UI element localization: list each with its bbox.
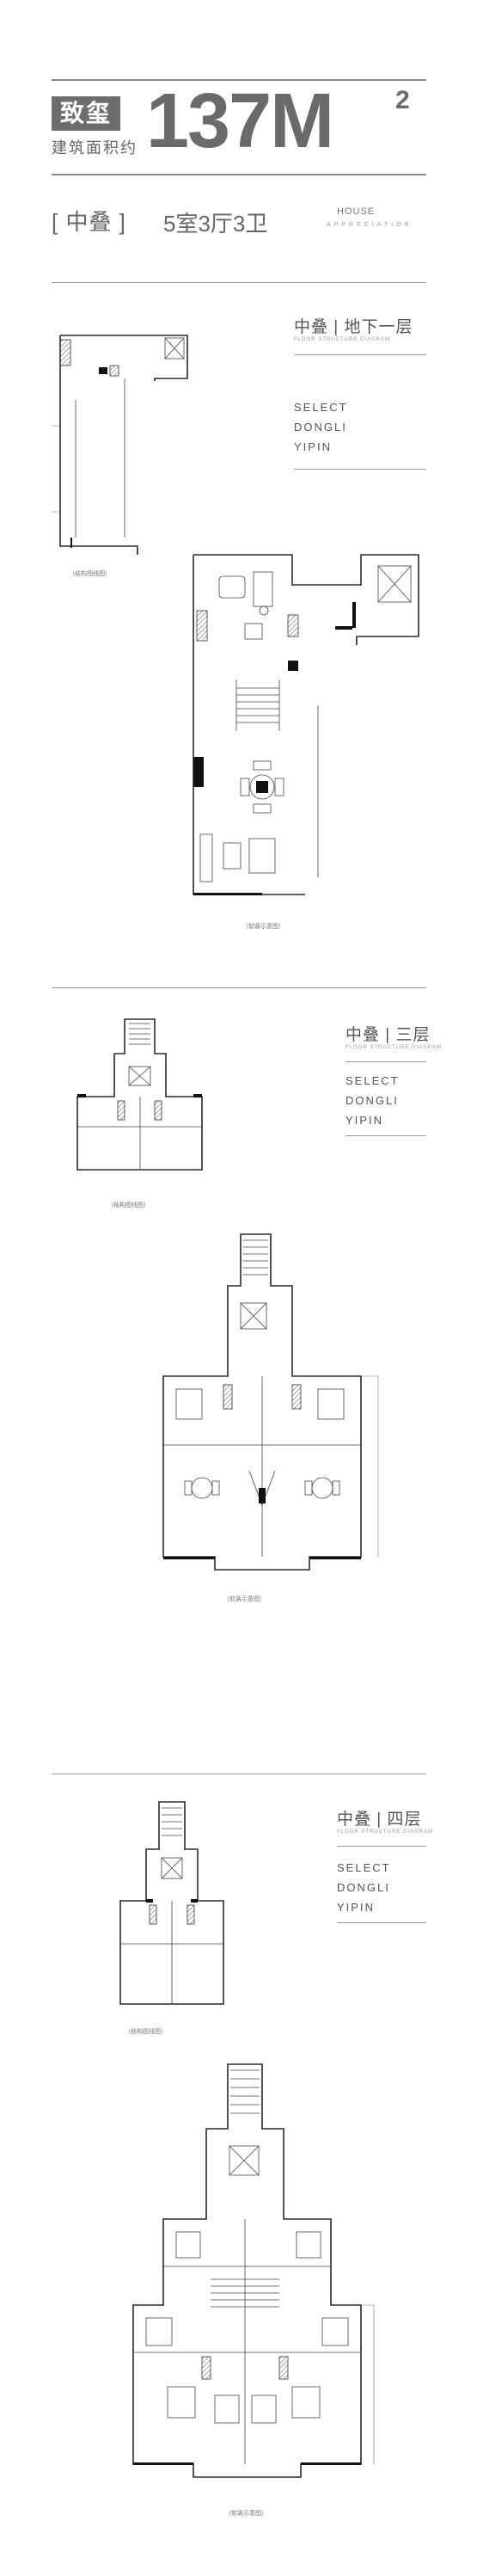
section-2-select-text: SELECT DONGLI YIPIN	[346, 1074, 400, 1127]
project-tag: 致玺	[52, 96, 120, 131]
area-unit-sup: 2	[395, 86, 410, 114]
area-value: 137M	[146, 78, 334, 164]
section-3-select-text: SELECT DONGLI YIPIN	[337, 1861, 391, 1914]
section-1-title: 中叠 | 地下一层	[294, 318, 413, 336]
third-floor-furnished-plan	[162, 1233, 379, 1571]
section-2-subtitle: FLOOR STRUCTURE DIAGRAM	[346, 1045, 443, 1050]
unit-rooms: 5室3厅3卫	[163, 211, 268, 237]
section-1-top-rule	[52, 282, 426, 283]
third-floor-structure-plan	[76, 1018, 203, 1171]
section-2-bottom-divider	[346, 1135, 426, 1136]
section-1-caption-furnished: （软装示意图）	[242, 924, 284, 930]
fourth-floor-structure-plan	[119, 1801, 224, 2005]
unit-type-label: [ 中叠 ]	[52, 209, 126, 235]
area-label: 建筑面积约	[52, 139, 138, 157]
header-bottom-rule	[52, 174, 426, 175]
basement-furnished-plan	[193, 554, 419, 895]
section-1-caption-structure: （结构图线图）	[69, 571, 111, 577]
section-1-subtitle: FLOOR STRUCTURE DIAGRAM	[294, 337, 391, 342]
house-subtitle: APPRECIATION	[327, 222, 413, 228]
section-3-title: 中叠 | 四层	[337, 1811, 422, 1829]
section-1-divider	[294, 354, 426, 355]
section-1-bottom-divider	[294, 469, 426, 470]
fourth-floor-furnished-plan	[132, 2063, 375, 2478]
section-1-select-text: SELECT DONGLI YIPIN	[294, 401, 348, 453]
section-2-divider	[346, 1061, 426, 1062]
section-3-subtitle: FLOOR STRUCTURE DIAGRAM	[337, 1829, 434, 1835]
section-2-top-rule	[52, 987, 426, 988]
header-top-rule	[52, 79, 426, 81]
section-2-title: 中叠 | 三层	[346, 1026, 431, 1044]
section-2-caption-structure: （结构图线图）	[107, 1202, 150, 1208]
section-3-caption-structure: （结构图线图）	[125, 2029, 167, 2035]
section-2-caption-furnished: （软装示意图）	[223, 1596, 266, 1602]
section-3-divider	[337, 1846, 426, 1847]
house-title: HOUSE	[337, 206, 376, 217]
section-3-bottom-divider	[337, 1922, 426, 1923]
basement-structure-plan	[52, 335, 188, 555]
section-3-caption-furnished: （软装示意图）	[225, 2511, 267, 2517]
